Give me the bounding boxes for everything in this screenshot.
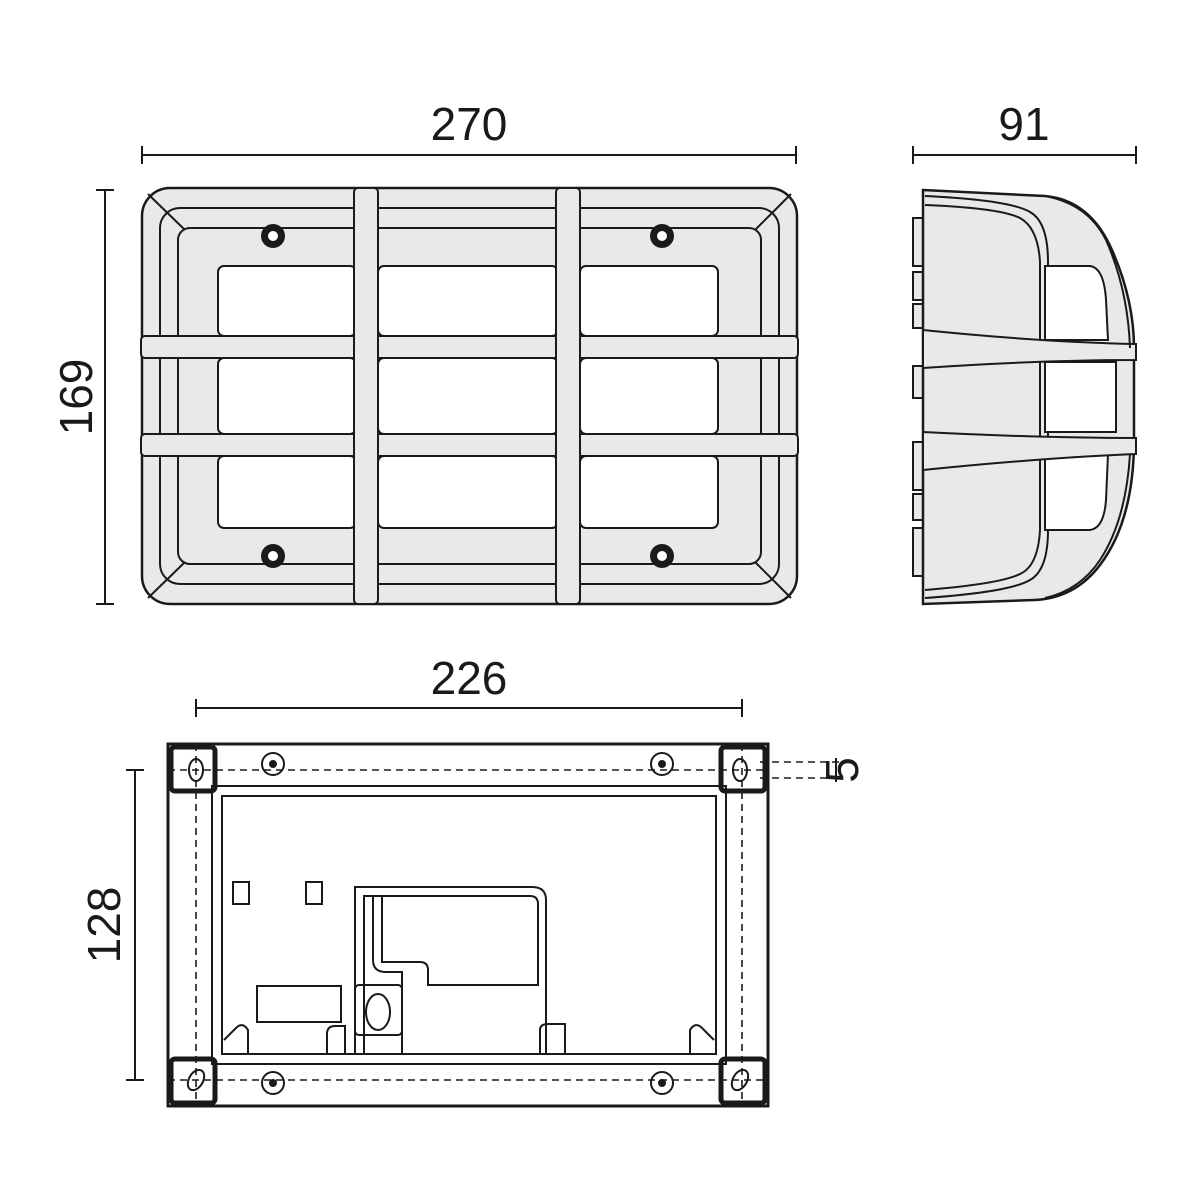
side-depth-dimension: 91	[912, 98, 1137, 164]
base-interior-components	[223, 881, 715, 1053]
base-width-label: 226	[431, 652, 508, 704]
front-guard-bars	[140, 187, 799, 605]
base-height-label: 128	[78, 887, 130, 964]
front-width-dimension: 270	[141, 98, 797, 164]
side-view: 91	[912, 98, 1137, 606]
front-view: 270 169	[50, 98, 799, 606]
front-height-label: 169	[50, 359, 102, 436]
base-mount-pads	[168, 744, 768, 1106]
base-height-dimension: 128	[78, 769, 144, 1081]
base-plate	[166, 742, 770, 1108]
side-depth-label: 91	[998, 98, 1049, 150]
side-mount-tabs	[912, 217, 924, 577]
base-slot-label: 5	[816, 757, 868, 783]
front-width-label: 270	[431, 98, 508, 150]
base-width-dimension: 226	[195, 652, 743, 717]
front-height-dimension: 169	[50, 189, 114, 605]
base-screw-bosses	[261, 752, 674, 1095]
base-slot-dimension: 5	[760, 757, 868, 783]
front-bezel-outer	[159, 207, 780, 585]
front-windows	[217, 265, 719, 529]
front-bezel-inner	[177, 227, 762, 565]
base-view: 226 128 5	[78, 652, 868, 1108]
front-screws	[261, 224, 674, 568]
